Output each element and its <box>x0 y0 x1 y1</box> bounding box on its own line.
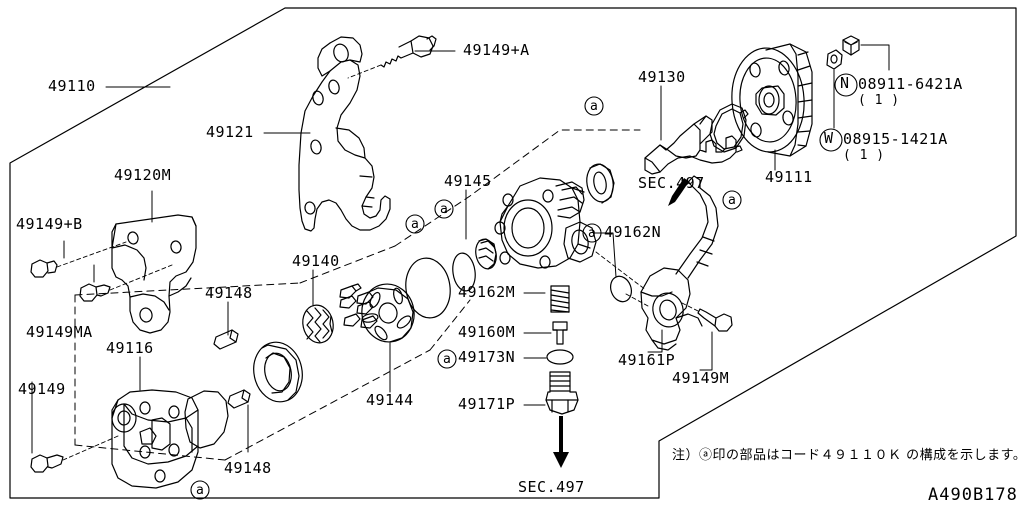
sec497-arrow-up <box>668 178 690 206</box>
washer-symbol-letter: W <box>824 129 834 147</box>
diagram-frame <box>9 7 1017 499</box>
part-oring-large <box>405 257 451 319</box>
callout-49161P: 49161P <box>618 351 676 369</box>
callout-49149-b: 49149+B <box>16 215 83 233</box>
callout-49149-a: 49149+A <box>463 41 530 59</box>
ref-mark-a-2: a <box>728 193 737 208</box>
ref-mark-a-3: a <box>440 202 449 217</box>
part-washer-08915 <box>826 49 843 70</box>
callout-49120M: 49120M <box>114 166 172 184</box>
part-oring-mid <box>452 252 476 292</box>
part-49173N-oring <box>546 349 574 365</box>
callout-49149MA: 49149MA <box>26 323 93 341</box>
qty-nut: ( 1 ) <box>858 93 900 108</box>
callout-49144: 49144 <box>366 391 414 409</box>
ref-mark-a-1: a <box>590 99 599 114</box>
callout-49171P: 49171P <box>458 395 516 413</box>
part-49161P-bracket <box>640 267 703 351</box>
callout-49148-lower: 49148 <box>224 459 272 477</box>
part-49149-a-bolt <box>380 35 437 68</box>
ref-mark-circles <box>190 73 858 500</box>
callout-49148-upper: 49148 <box>205 284 253 302</box>
part-49171P-connector <box>545 371 579 415</box>
callout-49149M: 49149M <box>672 369 730 387</box>
part-bearing-ring <box>253 341 303 403</box>
callout-sec497-upper: SEC.497 <box>638 174 705 192</box>
part-49160M-valve <box>552 321 568 345</box>
drawing-number: A490B178 <box>928 485 1018 505</box>
part-gasket-plate <box>184 390 229 449</box>
part-49140-vanes <box>339 283 378 329</box>
qty-washer: ( 1 ) <box>843 148 885 163</box>
part-hose-line <box>675 175 719 279</box>
callout-49140: 49140 <box>292 252 340 270</box>
part-oil-seal <box>586 163 615 204</box>
callout-49145: 49145 <box>444 172 492 190</box>
part-pump-housing-center <box>494 177 597 269</box>
part-49140-rotor <box>302 304 334 344</box>
ref-mark-a-4: a <box>411 217 420 232</box>
part-49149-ma-bolt <box>79 283 111 302</box>
callout-49160M: 49160M <box>458 323 516 341</box>
leader-lines <box>31 50 776 454</box>
part-49148-pin-upper <box>213 329 239 350</box>
part-49162N-seal <box>610 275 632 303</box>
part-49162M-spring <box>550 285 570 313</box>
part-49130-shaft <box>644 115 737 175</box>
ref-mark-a-5: a <box>588 226 597 241</box>
callout-49110: 49110 <box>48 77 96 95</box>
callout-49111: 49111 <box>765 168 813 186</box>
callout-49162N: 49162N <box>604 223 662 241</box>
part-49111-pulley <box>731 43 813 157</box>
ref-mark-a-6: a <box>443 352 452 367</box>
part-49149-b-bolt <box>30 259 58 278</box>
callout-49162M: 49162M <box>458 283 516 301</box>
sec497-arrow-down <box>553 416 569 468</box>
callout-49149: 49149 <box>18 380 66 398</box>
part-49145-bush <box>475 238 497 270</box>
callout-49130: 49130 <box>638 68 686 86</box>
part-number-nut: 08911-6421A <box>858 75 963 93</box>
part-49120M-bracket <box>111 214 197 334</box>
part-49148-pin-lower <box>227 389 251 409</box>
callout-49173N: 49173N <box>458 348 516 366</box>
callout-49121: 49121 <box>206 123 254 141</box>
nut-symbol-letter: N <box>840 74 850 92</box>
part-49149M-bolt <box>697 308 733 332</box>
part-number-washer: 08915-1421A <box>843 130 948 148</box>
callout-sec497-lower: SEC.497 <box>518 478 585 496</box>
part-49121-bracket <box>298 36 391 232</box>
part-nut-08911 <box>842 35 860 56</box>
diagram-note-japanese: 注）ⓐ印の部品はコード４９１１０Ｋ の構成を示します。 <box>672 448 1024 463</box>
part-49149-bolt <box>30 454 64 473</box>
callout-49116: 49116 <box>106 339 154 357</box>
part-49116-housing <box>111 389 199 489</box>
ref-mark-a-7: a <box>196 483 205 498</box>
